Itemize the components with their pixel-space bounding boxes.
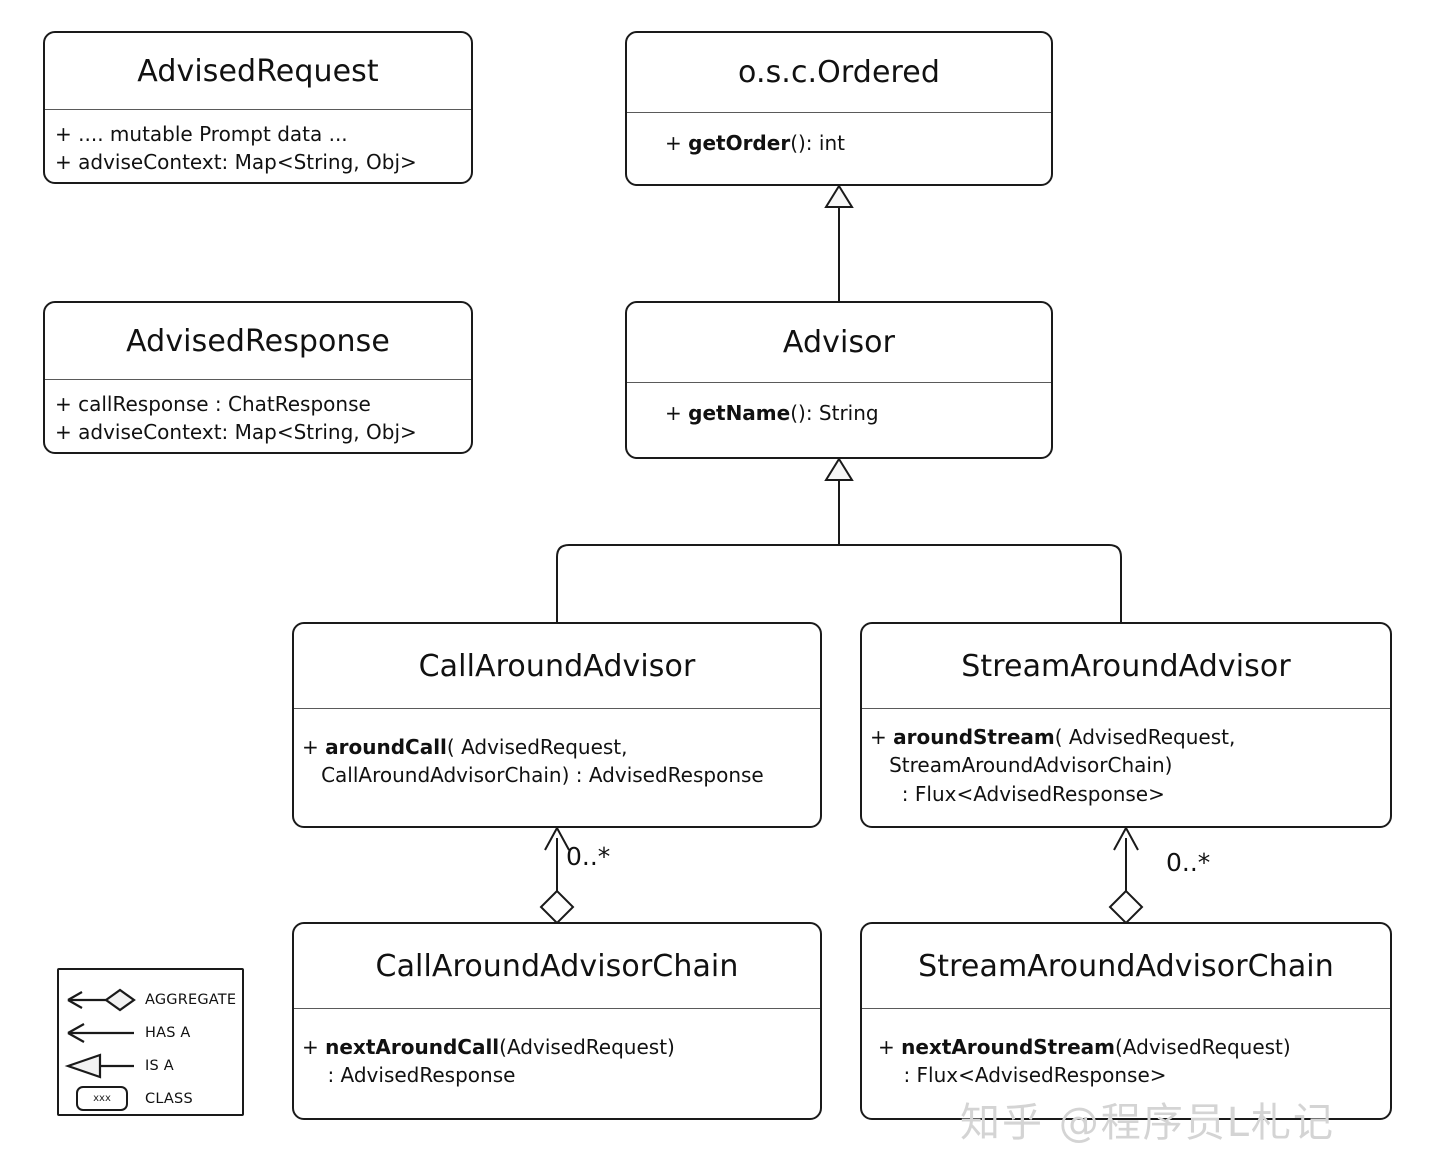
class-divider bbox=[294, 708, 820, 709]
class-box-icon: xxx bbox=[59, 1082, 145, 1115]
class-box-call-around-advisor[interactable]: CallAroundAdvisor + aroundCall( AdvisedR… bbox=[292, 622, 822, 828]
member-line: StreamAroundAdvisorChain) bbox=[889, 753, 1173, 778]
class-title-call-around-advisor-chain: CallAroundAdvisorChain bbox=[375, 948, 739, 984]
class-divider bbox=[294, 1008, 820, 1009]
class-title-advisor: Advisor bbox=[782, 325, 896, 360]
class-box-stream-around-advisor[interactable]: StreamAroundAdvisor + aroundStream( Advi… bbox=[860, 622, 1392, 828]
member-line: + adviseContext: Map<String, Obj> bbox=[55, 420, 417, 445]
class-box-advised-request[interactable]: AdvisedRequest + .... mutable Prompt dat… bbox=[43, 31, 473, 184]
class-divider bbox=[627, 112, 1051, 113]
connector-advisors-isa-advisor bbox=[556, 457, 1122, 622]
multiplicity-call-chain: 0..* bbox=[566, 842, 611, 871]
member-line: : AdvisedResponse bbox=[327, 1063, 516, 1088]
watermark-text: 知乎 @程序员L札记 bbox=[960, 1100, 1335, 1146]
class-title-advised-request: AdvisedRequest bbox=[137, 53, 379, 89]
member-line: CallAroundAdvisorChain) : AdvisedRespons… bbox=[321, 763, 764, 788]
member-line: + getOrder(): int bbox=[665, 131, 845, 155]
class-divider bbox=[45, 379, 471, 380]
class-members-advisor: + getName(): String bbox=[627, 383, 1051, 427]
member-line: + aroundCall( AdvisedRequest, bbox=[302, 735, 628, 759]
class-box-advised-response[interactable]: AdvisedResponse + callResponse : ChatRes… bbox=[43, 301, 473, 454]
class-members-stream-around-advisor: + aroundStream( AdvisedRequest, StreamAr… bbox=[862, 709, 1390, 808]
class-members-call-around-advisor: + aroundCall( AdvisedRequest, CallAround… bbox=[294, 709, 820, 790]
class-box-stream-around-advisor-chain[interactable]: StreamAroundAdvisorChain + nextAroundStr… bbox=[860, 922, 1392, 1120]
connector-streamchain-aggregate-streamadvisor bbox=[1108, 827, 1144, 932]
class-divider bbox=[862, 708, 1390, 709]
class-members-advised-request: + .... mutable Prompt data ... + adviseC… bbox=[45, 110, 471, 177]
is-a-arrow-icon bbox=[59, 1049, 145, 1082]
class-members-stream-around-advisor-chain: + nextAroundStream(AdvisedRequest) : Flu… bbox=[862, 1009, 1390, 1090]
class-members-advised-response: + callResponse : ChatResponse + adviseCo… bbox=[45, 380, 471, 447]
legend-label-is-a: IS A bbox=[145, 1057, 174, 1074]
class-members-ordered: + getOrder(): int bbox=[627, 113, 1051, 157]
class-divider bbox=[45, 109, 471, 110]
member-line: + nextAroundCall(AdvisedRequest) bbox=[302, 1035, 675, 1059]
legend-label-class: CLASS bbox=[145, 1090, 193, 1107]
class-divider bbox=[862, 1008, 1390, 1009]
class-title-ordered: o.s.c.Ordered bbox=[738, 55, 940, 90]
class-box-ordered[interactable]: o.s.c.Ordered + getOrder(): int bbox=[625, 31, 1053, 186]
class-title-advised-response: AdvisedResponse bbox=[126, 323, 390, 359]
member-line: + nextAroundStream(AdvisedRequest) bbox=[878, 1035, 1291, 1059]
member-line: : Flux<AdvisedResponse> bbox=[903, 1063, 1167, 1088]
legend-label-has-a: HAS A bbox=[145, 1024, 191, 1041]
aggregate-icon bbox=[59, 983, 145, 1016]
legend-row-aggregate: AGGREGATE bbox=[59, 983, 242, 1016]
legend-row-is-a: IS A bbox=[59, 1049, 242, 1082]
class-box-sample-label: xxx bbox=[76, 1086, 128, 1111]
member-line: + aroundStream( AdvisedRequest, bbox=[870, 725, 1236, 749]
connector-advisor-isa-ordered bbox=[824, 184, 854, 303]
class-divider bbox=[627, 382, 1051, 383]
class-members-call-around-advisor-chain: + nextAroundCall(AdvisedRequest) : Advis… bbox=[294, 1009, 820, 1090]
class-title-stream-around-advisor: StreamAroundAdvisor bbox=[961, 648, 1291, 684]
member-line: + .... mutable Prompt data ... bbox=[55, 122, 348, 146]
legend-panel: AGGREGATE HAS A IS A xxx bbox=[57, 968, 244, 1116]
member-line: + adviseContext: Map<String, Obj> bbox=[55, 150, 417, 175]
has-a-arrow-icon bbox=[59, 1016, 145, 1049]
class-title-call-around-advisor: CallAroundAdvisor bbox=[418, 648, 696, 684]
legend-label-aggregate: AGGREGATE bbox=[145, 991, 237, 1008]
class-box-call-around-advisor-chain[interactable]: CallAroundAdvisorChain + nextAroundCall(… bbox=[292, 922, 822, 1120]
legend-row-class: xxx CLASS bbox=[59, 1082, 242, 1115]
member-line: + getName(): String bbox=[665, 401, 879, 425]
member-line: + callResponse : ChatResponse bbox=[55, 392, 371, 416]
class-box-advisor[interactable]: Advisor + getName(): String bbox=[625, 301, 1053, 459]
multiplicity-stream-chain: 0..* bbox=[1166, 848, 1211, 877]
legend-row-has-a: HAS A bbox=[59, 1016, 242, 1049]
class-title-stream-around-advisor-chain: StreamAroundAdvisorChain bbox=[918, 948, 1334, 984]
member-line: : Flux<AdvisedResponse> bbox=[901, 781, 1165, 806]
